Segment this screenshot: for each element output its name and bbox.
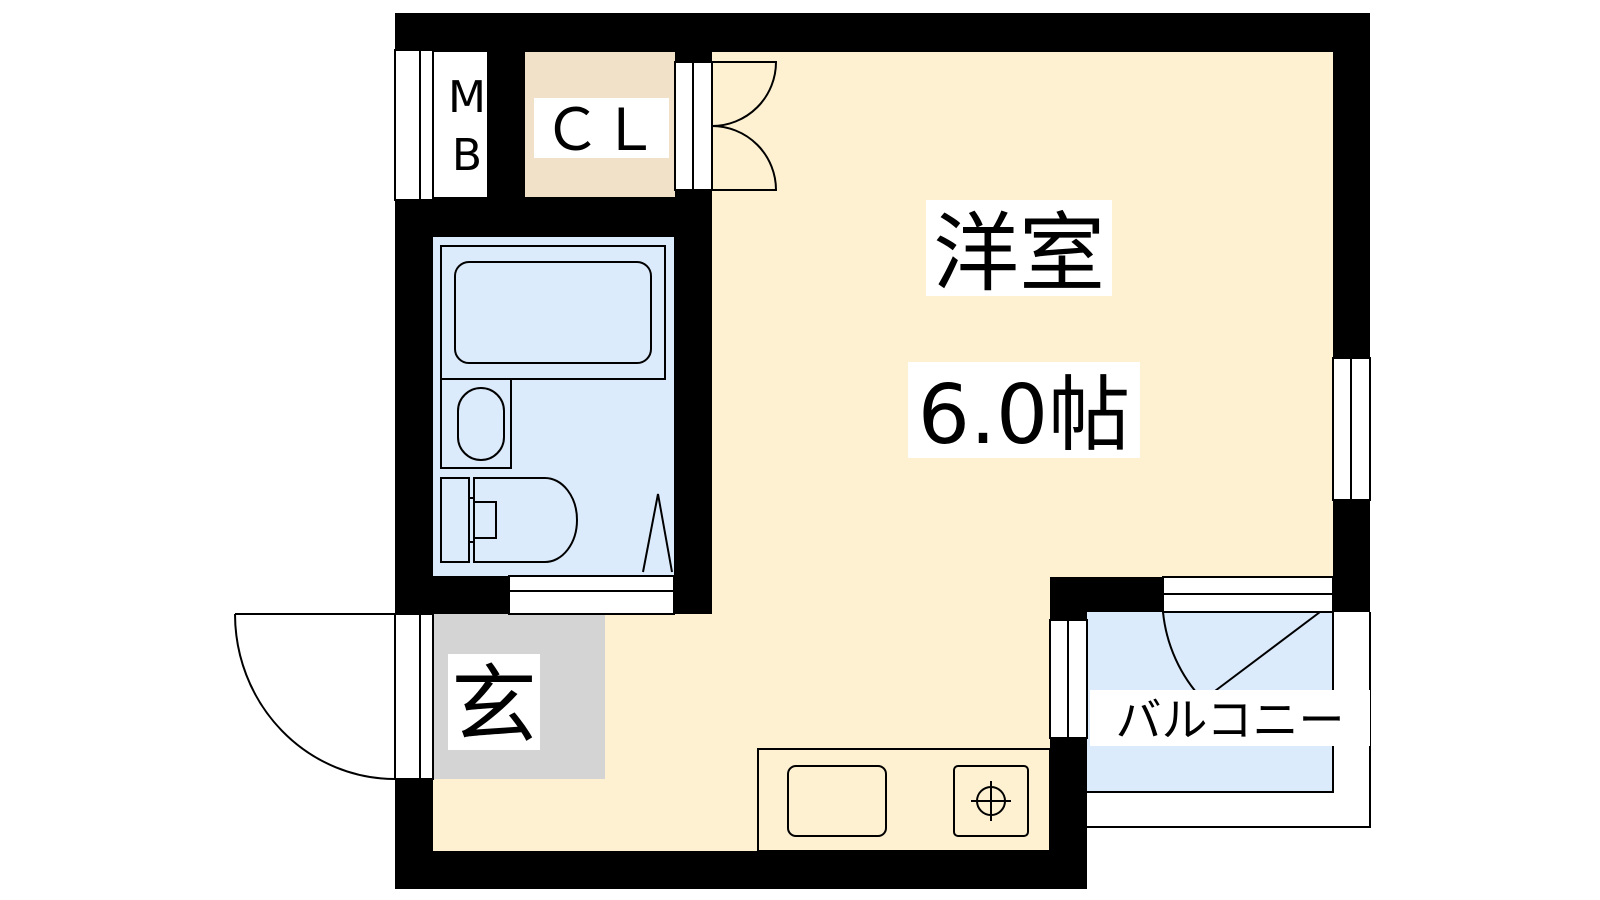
bathtub-inner [454, 261, 652, 364]
closet-label: ＣＬ [543, 96, 659, 164]
wall-closet-bottom [395, 197, 712, 237]
wall-top [395, 13, 1370, 52]
meter-box-opening [394, 49, 434, 201]
bathtub-outer [440, 245, 666, 380]
washbasin-bowl [457, 387, 505, 461]
bath-door-leaf [642, 493, 673, 573]
wall-bath-right [674, 197, 712, 614]
western-room-name: 洋室 [933, 204, 1105, 304]
closet-door-swing-top [711, 61, 778, 127]
labels: M B ＣＬ 洋室 6.0帖 玄 バルコニー [440, 65, 1370, 756]
entrance-door-swing [234, 613, 396, 781]
door-swings [234, 61, 1321, 781]
meter-box-label-bottom: B [452, 130, 482, 181]
bathroom-fixtures [440, 245, 673, 573]
bath-door-opening[interactable] [508, 575, 675, 615]
balcony-label: バルコニー [1115, 693, 1344, 747]
sink [787, 765, 887, 837]
closet-door-swing-bottom [711, 125, 778, 191]
washbasin-box [440, 378, 512, 469]
western-room-size: 6.0帖 [918, 368, 1130, 463]
wall-bottom [395, 851, 1087, 889]
toilet-bowl [473, 477, 578, 563]
meter-box-label-top: M [448, 72, 486, 123]
kitchen-counter [757, 748, 1051, 852]
wall-mb-cl-divider [487, 52, 525, 202]
entrance-label: 玄 [451, 656, 537, 756]
windows [394, 49, 1371, 780]
balcony-railing [1087, 612, 1371, 828]
entrance-door-opening[interactable] [394, 613, 434, 780]
toilet-tank [440, 477, 470, 563]
stove [953, 765, 1029, 837]
